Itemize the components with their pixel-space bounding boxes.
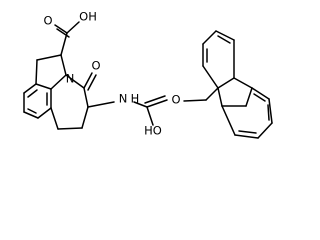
fused-ring-bonds bbox=[23, 21, 97, 130]
atom-labels: OH O O N N H HO O bbox=[43, 10, 180, 138]
carbamate-hydroxyl-label: HO bbox=[144, 124, 162, 138]
ester-oxygen-label: O bbox=[171, 93, 180, 107]
carbamate-bonds bbox=[87, 87, 219, 126]
acid-carbonyl-oxygen-label: O bbox=[43, 14, 52, 28]
molecule-structure: OH O O N N H HO O bbox=[23, 10, 273, 139]
acid-hydroxyl-label: OH bbox=[79, 10, 97, 24]
fluorene-bonds bbox=[202, 30, 273, 139]
lactam-oxygen-label: O bbox=[91, 59, 100, 73]
amide-hydrogen-label: H bbox=[131, 92, 140, 106]
ring-nitrogen-label: N bbox=[66, 72, 75, 86]
amide-nitrogen-label: N bbox=[119, 92, 128, 106]
